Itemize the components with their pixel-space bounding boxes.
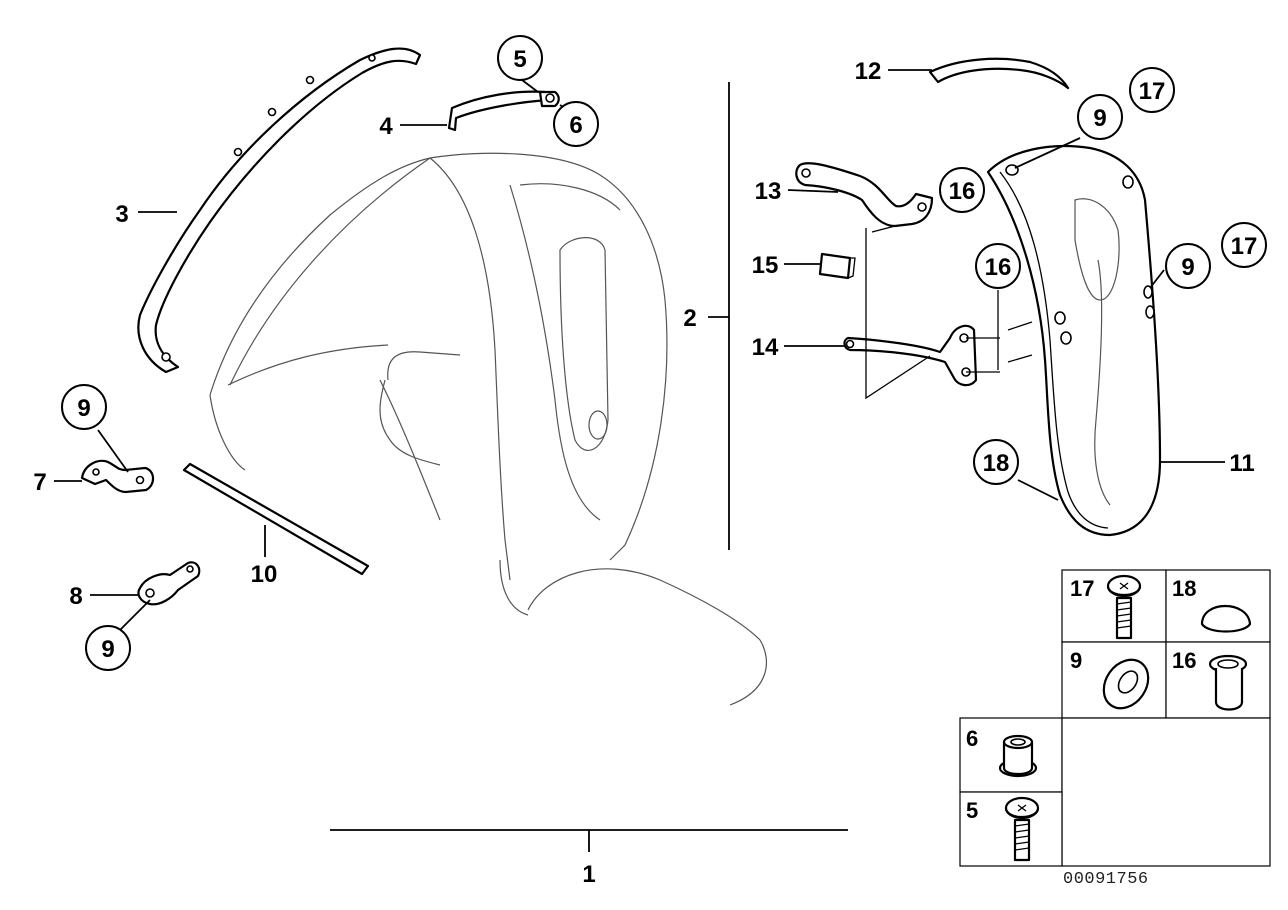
drawing-number: 00091756 bbox=[1063, 870, 1149, 889]
svg-text:18: 18 bbox=[1172, 576, 1196, 601]
svg-text:9: 9 bbox=[1093, 105, 1106, 132]
plain-callouts: 3 4 7 8 10 2 12 13 15 14 11 1 bbox=[33, 58, 1254, 888]
svg-text:17: 17 bbox=[1139, 78, 1166, 105]
callout-10: 10 bbox=[251, 561, 278, 588]
part-14-rod-bracket bbox=[843, 324, 978, 387]
callout-1: 1 bbox=[582, 861, 595, 888]
callout-11: 11 bbox=[1229, 450, 1254, 477]
screw-17-icon bbox=[1106, 574, 1142, 640]
washer-9-icon bbox=[1102, 658, 1150, 710]
callout-15: 15 bbox=[752, 252, 779, 279]
svg-text:9: 9 bbox=[1070, 648, 1082, 673]
svg-text:6: 6 bbox=[569, 112, 582, 139]
table-cell-17: 17 bbox=[1070, 574, 1142, 640]
svg-text:5: 5 bbox=[513, 46, 526, 73]
svg-text:16: 16 bbox=[985, 254, 1012, 281]
dome-cap-18-icon bbox=[1200, 604, 1252, 633]
grommet-16-icon bbox=[1208, 654, 1248, 711]
leader-lines bbox=[54, 69, 1225, 852]
callout-9-fender-top-circle: 9 bbox=[1077, 94, 1123, 140]
callout-8: 8 bbox=[69, 583, 82, 610]
callout-17-top-circle: 17 bbox=[1129, 67, 1175, 113]
svg-text:9: 9 bbox=[77, 395, 90, 422]
assembly-lines bbox=[865, 225, 1033, 400]
part-10-strip bbox=[182, 462, 370, 576]
callout-9-bottomleft-circle: 9 bbox=[85, 625, 131, 671]
callout-12: 12 bbox=[855, 58, 882, 85]
part-13-bracket bbox=[795, 162, 934, 228]
circled-callouts: 5 6 9 9 17 9 16 17 bbox=[61, 35, 1267, 671]
callout-4: 4 bbox=[379, 113, 393, 140]
callout-3: 3 bbox=[115, 201, 128, 228]
callout-6-circle: 6 bbox=[553, 101, 599, 147]
svg-text:17: 17 bbox=[1231, 233, 1258, 260]
part-8-clip bbox=[137, 561, 201, 606]
body-outline bbox=[209, 152, 767, 706]
callout-9-topleft-circle: 9 bbox=[61, 384, 107, 430]
svg-text:6: 6 bbox=[966, 726, 978, 751]
table-cell-5: 5 bbox=[966, 796, 1040, 862]
svg-text:18: 18 bbox=[983, 450, 1010, 477]
callout-16-upper-circle: 16 bbox=[939, 167, 985, 213]
svg-text:5: 5 bbox=[966, 798, 978, 823]
svg-text:9: 9 bbox=[101, 636, 114, 663]
screw-5-icon bbox=[1004, 796, 1040, 862]
part-12-arc-strip bbox=[928, 57, 1070, 90]
callout-14: 14 bbox=[752, 334, 779, 361]
svg-text:16: 16 bbox=[1172, 648, 1196, 673]
nut-insert-6-icon bbox=[998, 734, 1038, 778]
hardware-legend-table: 17 18 9 16 bbox=[959, 569, 1271, 867]
table-cell-9: 9 bbox=[1070, 648, 1150, 710]
svg-text:9: 9 bbox=[1181, 254, 1194, 281]
callout-2: 2 bbox=[683, 305, 696, 332]
table-cell-18: 18 bbox=[1172, 576, 1252, 633]
part-7-clip bbox=[80, 459, 155, 494]
callout-9-fender-mid-circle: 9 bbox=[1165, 243, 1211, 289]
part-15-pad bbox=[818, 252, 856, 280]
table-cell-6: 6 bbox=[966, 726, 1038, 778]
part-4-band-clamp bbox=[447, 90, 560, 132]
callout-5-circle: 5 bbox=[497, 35, 543, 81]
part-11-fender bbox=[986, 145, 1162, 537]
callout-18-circle: 18 bbox=[973, 439, 1019, 485]
svg-text:17: 17 bbox=[1070, 576, 1094, 601]
callout-17-right-circle: 17 bbox=[1221, 222, 1267, 268]
callout-13: 13 bbox=[755, 178, 782, 205]
callout-16-lower-circle: 16 bbox=[975, 243, 1021, 289]
table-cell-16: 16 bbox=[1172, 648, 1248, 711]
part-3-rail bbox=[137, 47, 422, 374]
callout-7: 7 bbox=[33, 469, 46, 496]
svg-text:16: 16 bbox=[949, 178, 976, 205]
